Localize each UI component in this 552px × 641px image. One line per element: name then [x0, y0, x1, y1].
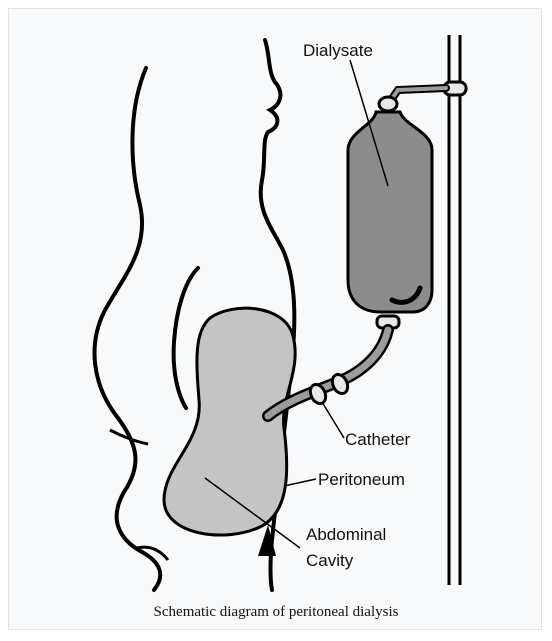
- label-dialysate: Dialysate: [303, 41, 373, 60]
- label-catheter: Catheter: [345, 430, 411, 449]
- label-cavity: Cavity: [306, 551, 354, 570]
- iv-stand: [444, 35, 466, 585]
- catheter-leader: [322, 402, 344, 438]
- peritoneum-leader: [284, 479, 316, 486]
- label-abdominal: Abdominal: [306, 525, 386, 544]
- arm-outline: [174, 268, 198, 408]
- abdominal-cavity-shape: [164, 308, 295, 535]
- label-peritoneum: Peritoneum: [318, 470, 405, 489]
- figure-caption: Schematic diagram of peritoneal dialysis: [0, 604, 552, 621]
- body-back-outline: [95, 68, 161, 590]
- dialysate-bag: [348, 88, 446, 328]
